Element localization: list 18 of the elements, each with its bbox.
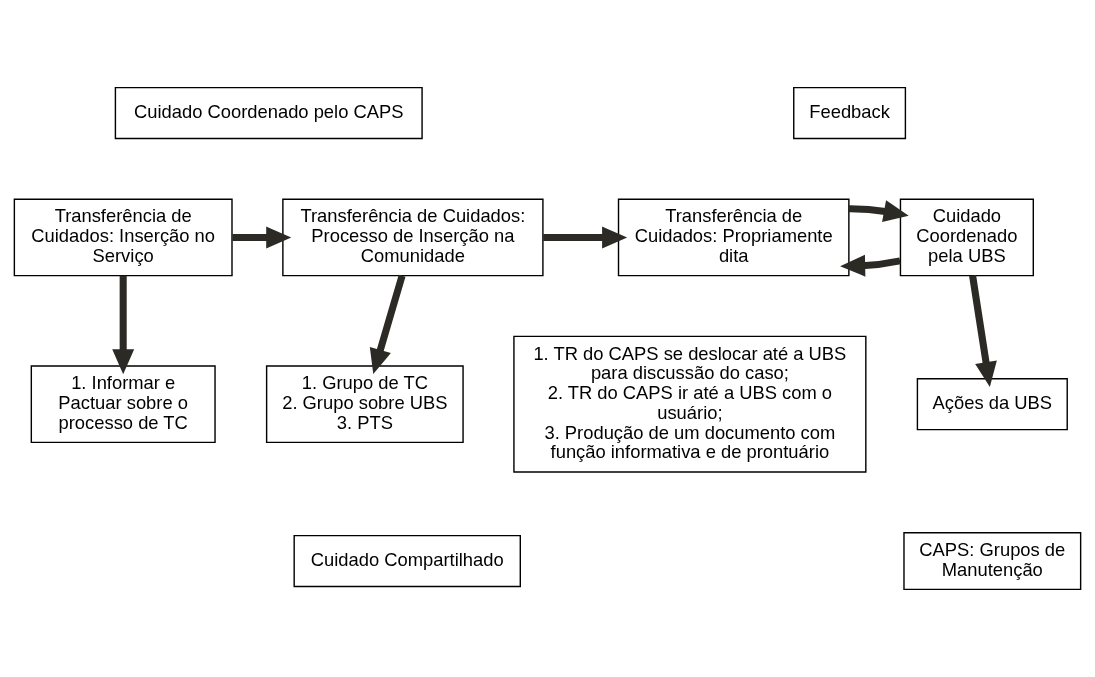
arrow bbox=[969, 275, 997, 388]
arrow bbox=[840, 254, 901, 277]
node-box: Feedback bbox=[793, 86, 907, 140]
node-box: Cuidado Compartilhado bbox=[293, 534, 521, 588]
node-box: Transferência de Cuidados: Processo de Inserção na Comunidade bbox=[282, 198, 544, 277]
node-box: 1. Grupo de TC 2. Grupo sobre UBS 3. PTS bbox=[265, 365, 464, 444]
arrow bbox=[848, 200, 909, 222]
arrow bbox=[232, 226, 292, 249]
node-box: Cuidado Coordenado pela UBS bbox=[899, 198, 1034, 277]
arrow bbox=[112, 275, 135, 375]
node-box: CAPS: Grupos de Manutenção bbox=[903, 532, 1082, 591]
node-box: 1. TR do CAPS se deslocar até a UBS para discussão do caso; 2. TR do CAPS ir até a UBS com o usuário; 3. Produção de um documento com função informativa e de prontuário bbox=[513, 335, 867, 473]
node-box: Cuidado Coordenado pelo CAPS bbox=[114, 86, 423, 140]
node-box: Transferência de Cuidados: Propriamente dita bbox=[617, 198, 850, 277]
node-box: Transferência de Cuidados: Inserção no Serviço bbox=[13, 198, 233, 277]
node-box: 1. Informar e Pactuar sobre o processo de TC bbox=[30, 365, 216, 444]
node-box: Ações da UBS bbox=[916, 378, 1068, 431]
arrow bbox=[369, 274, 406, 375]
